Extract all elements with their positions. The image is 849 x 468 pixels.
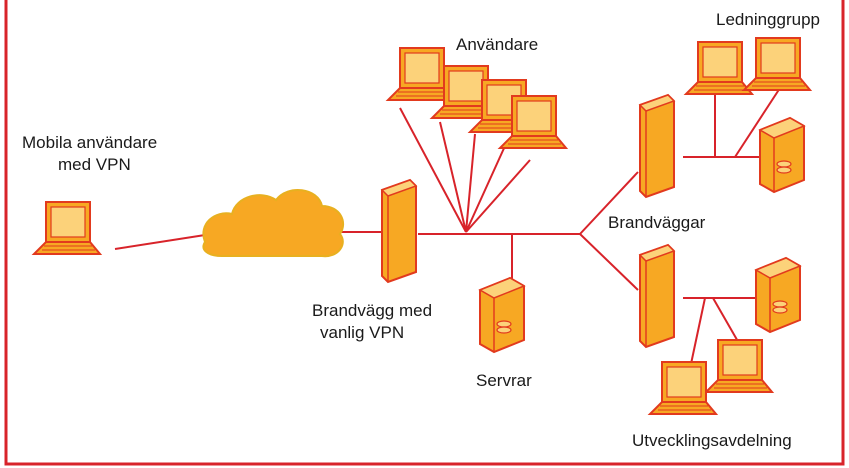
frame-border (4, 0, 845, 466)
link-user-5 (465, 159, 531, 233)
laptop-icon (743, 37, 811, 91)
label-firewalls: Brandväggar (608, 213, 706, 232)
link-mgmt-pc2 (734, 87, 781, 158)
link-firewall-top (579, 171, 639, 235)
cloud-icon (202, 188, 345, 258)
server-icon (755, 257, 801, 333)
link-user-2 (439, 121, 467, 233)
label-mobile-vpn: med VPN (58, 155, 131, 174)
laptop-icon (705, 339, 773, 393)
label-mobile-users: Mobila användare (22, 133, 157, 152)
link-firewall-bottom (579, 233, 639, 291)
server-icon (759, 117, 805, 193)
server-icon (479, 277, 525, 353)
firewall-icon (381, 179, 417, 283)
label-management: Ledninggrupp (716, 10, 820, 29)
link-user-4 (465, 145, 506, 233)
link-user-1 (399, 107, 467, 233)
label-firewall-vpn: Brandvägg med (312, 301, 432, 320)
firewall-icon (639, 244, 675, 348)
laptop-icon (685, 41, 753, 95)
laptop-icon (33, 201, 101, 255)
label-servers: Servrar (476, 371, 532, 390)
network-links (114, 87, 781, 379)
link-user-3 (465, 133, 476, 233)
label-development: Utvecklingsavdelning (632, 431, 792, 450)
label-firewall-vpn-2: vanlig VPN (320, 323, 404, 342)
firewall-icon (639, 94, 675, 198)
link-dev-pc2 (712, 297, 741, 346)
link-laptop-cloud (114, 234, 206, 250)
label-users: Användare (456, 35, 538, 54)
laptop-icon (649, 361, 717, 415)
